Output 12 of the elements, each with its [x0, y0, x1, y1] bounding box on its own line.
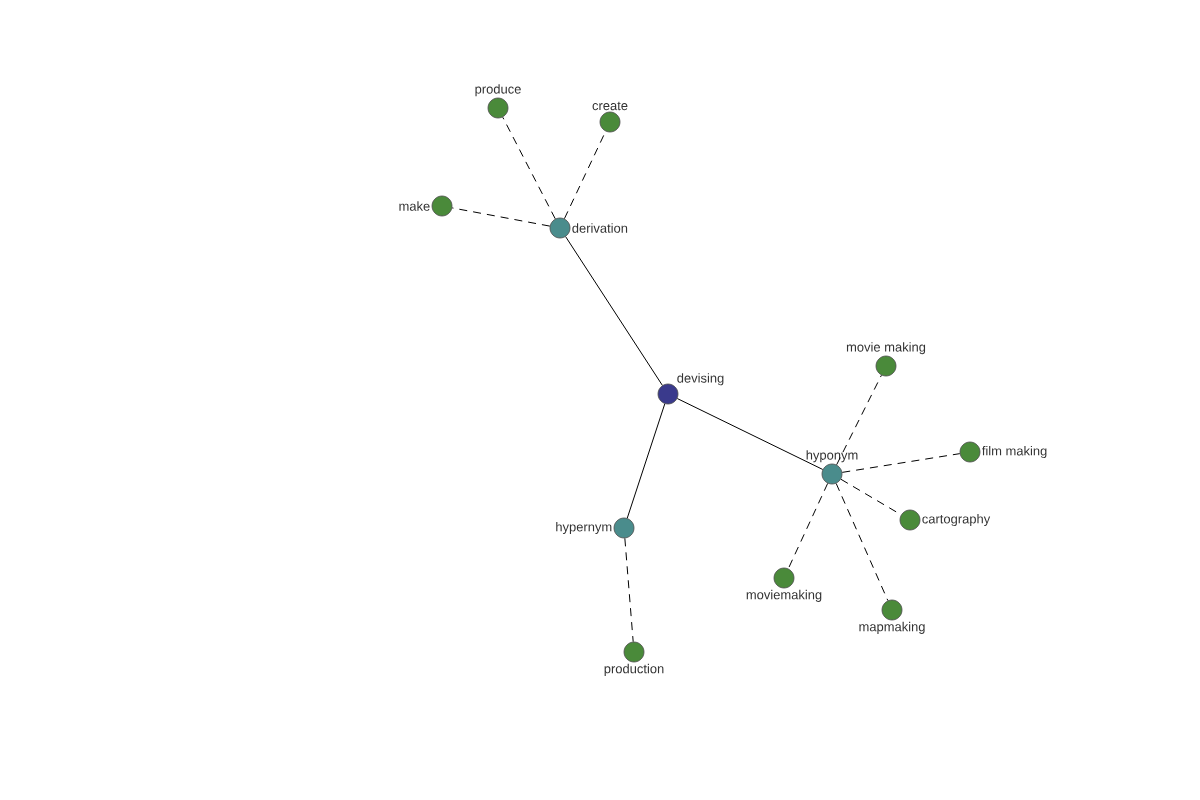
- connector: [787, 482, 829, 570]
- connector: [841, 453, 961, 473]
- connector: [840, 478, 902, 516]
- connector: [676, 398, 824, 470]
- connector: [565, 236, 663, 386]
- connector: [626, 403, 666, 519]
- connector: [624, 537, 634, 643]
- connector: [835, 483, 889, 601]
- connector: [502, 116, 556, 220]
- connector: [451, 207, 551, 227]
- connector: [563, 130, 607, 220]
- connector: [836, 374, 882, 466]
